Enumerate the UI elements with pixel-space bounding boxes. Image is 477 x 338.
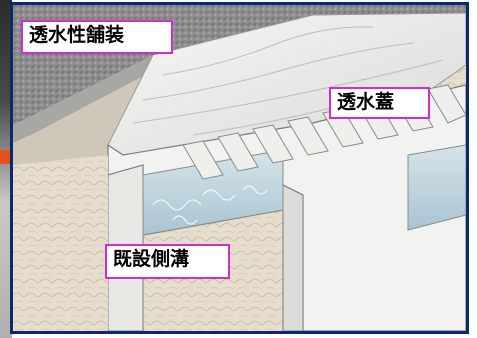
left-soil — [13, 155, 108, 331]
red-accent-tab — [0, 150, 12, 164]
adjacent-photo-edge — [0, 0, 12, 338]
label-existing-gutter: 既設側溝 — [105, 244, 230, 279]
gutter-channel-right — [407, 144, 466, 231]
water-ripples — [152, 185, 268, 225]
slab-texture — [132, 26, 444, 136]
gutter-illustration — [13, 5, 466, 331]
paving-edge — [13, 55, 153, 143]
illustration-frame — [10, 2, 469, 334]
label-permeable-paving: 透水性舗装 — [21, 20, 173, 54]
label-permeable-cover: 透水蓋 — [329, 87, 430, 119]
gutter-wall-side — [282, 184, 304, 331]
